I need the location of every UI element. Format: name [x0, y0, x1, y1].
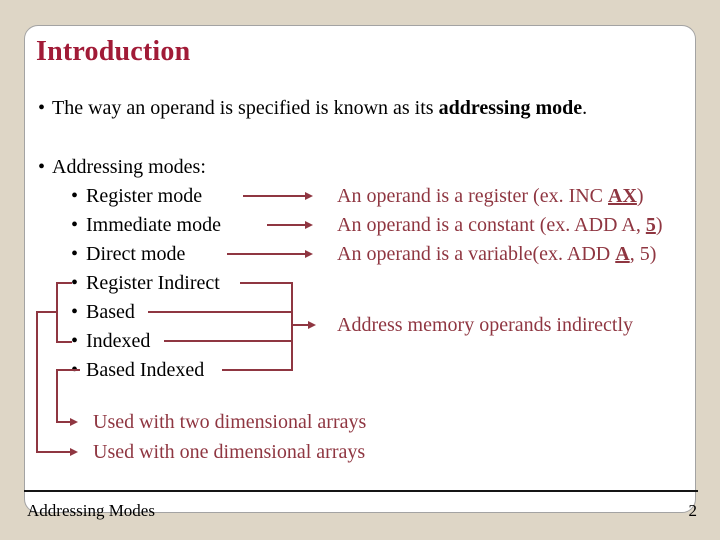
mode-item-direct-mode: Direct mode	[71, 242, 185, 266]
bracket-one-dim-bottom-tick	[56, 341, 72, 343]
mode-item-based: Based	[71, 300, 135, 324]
stub-register-indirect	[240, 282, 292, 284]
stub-indexed	[164, 340, 292, 342]
connector-based-to-outer	[36, 311, 58, 313]
page-number: 2	[688, 501, 698, 520]
arrow-immediate-mode-icon	[267, 221, 313, 229]
mode-item-indexed: Indexed	[71, 329, 150, 353]
stub-based-indexed	[222, 369, 292, 371]
annotation-direct: An operand is a variable(ex. ADD A, 5)	[337, 243, 657, 265]
bracket-two-dim-tick	[56, 369, 80, 371]
operand-a: A	[615, 243, 630, 265]
arrow-direct-mode-icon	[227, 250, 313, 258]
outer-vertical-one-dim	[36, 311, 38, 453]
annotation-two-dimensional: Used with two dimensional arrays	[93, 411, 367, 433]
operand-5: 5	[645, 214, 656, 236]
operand-ax: AX	[608, 185, 637, 207]
intro-bullet-bold: addressing mode	[438, 97, 583, 119]
bracket-two-dim-vertical	[56, 369, 58, 423]
mode-item-register-mode: Register mode	[71, 184, 202, 208]
footer-divider	[24, 490, 698, 492]
page-title: Introduction	[36, 36, 191, 67]
mode-item-immediate-mode: Immediate mode	[71, 213, 221, 237]
mode-item-register-indirect: Register Indirect	[71, 271, 220, 295]
annotation-one-dimensional: Used with one dimensional arrays	[93, 441, 366, 463]
arrow-two-dim-icon	[56, 418, 78, 426]
mode-item-based-indexed: Based Indexed	[71, 358, 204, 382]
arrow-indirect-group-icon	[292, 321, 316, 329]
stub-based	[148, 311, 292, 313]
intro-bullet: The way an operand is specified is known…	[38, 96, 587, 120]
intro-bullet-pre: The way an operand is specified is known…	[52, 97, 439, 119]
annotation-indirect-group: Address memory operands indirectly	[337, 314, 634, 336]
annotation-register: An operand is a register (ex. INC AX)	[337, 185, 644, 207]
intro-bullet-post: .	[582, 97, 588, 119]
arrow-register-mode-icon	[243, 192, 313, 200]
footer-title: Addressing Modes	[27, 501, 155, 520]
arrow-one-dim-icon	[36, 448, 78, 456]
bracket-indirect-group	[291, 282, 293, 371]
annotation-immediate: An operand is a constant (ex. ADD A, 5)	[337, 214, 663, 236]
bracket-one-dim-top-tick	[56, 282, 72, 284]
modes-heading: Addressing modes:	[38, 155, 206, 179]
